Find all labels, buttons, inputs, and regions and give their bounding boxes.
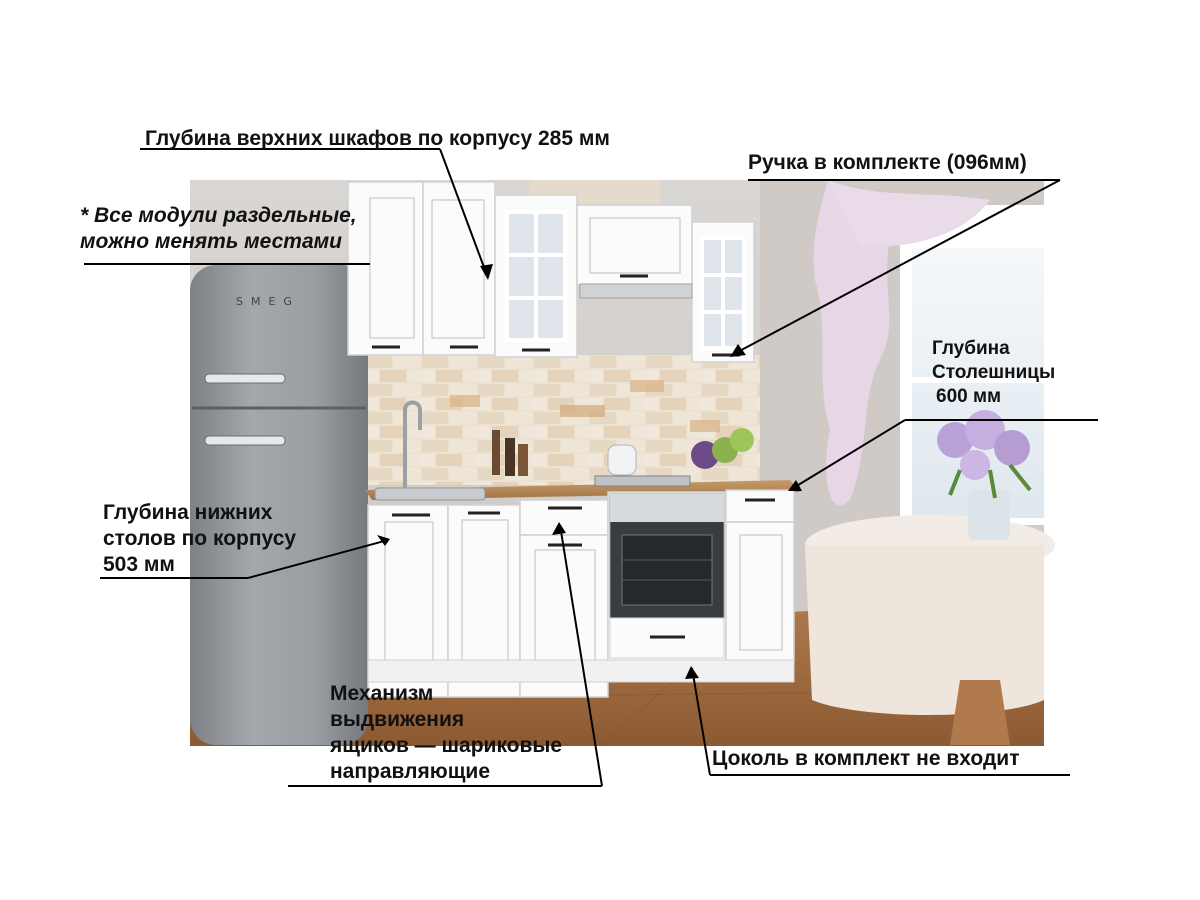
annotation-handle-included: Ручка в комплекте (096мм): [748, 151, 1027, 174]
annotation-countertop-line-1: Глубина: [932, 338, 1010, 359]
annotation-modules-separate: * Все модули раздельные, можно менять ме…: [80, 203, 357, 255]
annotation-lower-line-2: столов по корпусу: [103, 527, 297, 550]
annotation-modules-line-1: * Все модули раздельные,: [80, 204, 357, 227]
annotation-lower-line-3: 503 мм: [103, 553, 175, 576]
annotation-drawer-mechanism: Механизм выдвижения ящиков — шариковые н…: [330, 681, 562, 785]
annotation-lower-cabinet-depth: Глубина нижних столов по корпусу 503 мм: [103, 500, 296, 578]
annotation-upper-cabinet-depth: Глубина верхних шкафов по корпусу 285 мм: [145, 127, 610, 150]
annotation-drawer-line-3: ящиков — шариковые: [330, 734, 563, 757]
annotation-drawer-line-2: выдвижения: [330, 708, 465, 731]
annotation-countertop-depth: Глубина Столешницы 600 мм: [932, 337, 1055, 409]
annotation-drawer-line-4: направляющие: [330, 760, 491, 783]
annotation-lower-line-1: Глубина нижних: [103, 501, 273, 524]
annotation-countertop-line-2: Столешницы: [932, 362, 1056, 383]
fridge-brand: SMEG: [236, 295, 300, 308]
annotation-countertop-line-3: 600 мм: [936, 386, 1002, 407]
annotation-modules-line-2: можно менять местами: [80, 230, 342, 253]
annotation-drawer-line-1: Механизм: [330, 682, 434, 705]
annotation-plinth-not-included: Цоколь в комплект не входит: [712, 747, 1020, 770]
